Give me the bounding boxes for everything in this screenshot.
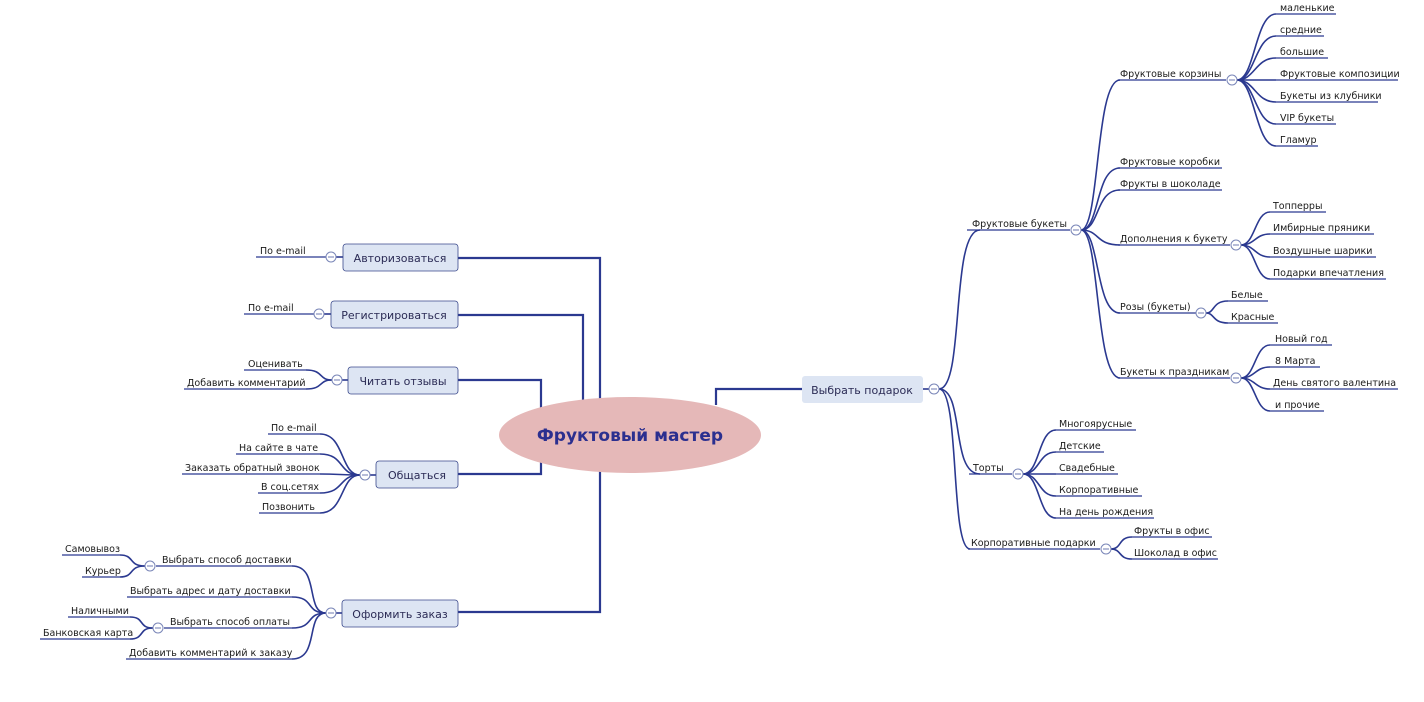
addons-branch-lines [1240,211,1386,280]
node-holidays[interactable]: Букеты к праздникам [1120,367,1229,378]
collapse-toggle-auth[interactable] [325,251,337,263]
node-holiday-newyear[interactable]: Новый год [1275,334,1328,345]
topic-auth[interactable]: Авторизоваться [342,243,459,272]
node-delivery-courier[interactable]: Курьер [85,566,121,577]
node-contact-call[interactable]: Позвонить [262,502,315,513]
corporate-branch-lines [1110,536,1218,560]
topic-gift[interactable]: Выбрать подарок [802,376,923,403]
node-corporate[interactable]: Корпоративные подарки [971,538,1096,549]
collapse-toggle-gift[interactable] [928,383,940,395]
node-addon-gingerbread[interactable]: Имбирные пряники [1273,223,1370,234]
node-reviews-comment[interactable]: Добавить комментарий [187,378,306,389]
roses-branch-lines [1205,300,1278,324]
topic-contact-label: Общаться [388,469,446,482]
node-holiday-valentine[interactable]: День святого валентина [1273,378,1396,389]
node-order-address[interactable]: Выбрать адрес и дату доставки [130,586,291,597]
node-basket-compositions[interactable]: Фруктовые композиции [1280,69,1400,80]
right-labels: Фруктовые букеты Торты Корпоративные под… [971,3,1400,559]
node-addon-balloons[interactable]: Воздушные шарики [1273,246,1372,257]
topic-auth-label: Авторизоваться [354,252,447,265]
collapse-toggle-corporate[interactable] [1100,543,1112,555]
collapse-toggle-holidays[interactable] [1230,372,1242,384]
collapse-toggle-baskets[interactable] [1226,74,1238,86]
node-bouquets[interactable]: Фруктовые букеты [972,219,1067,230]
reviews-branch-lines [184,369,348,390]
node-corp-chocolate[interactable]: Шоколад в офис [1134,548,1217,559]
collapse-toggle-cakes[interactable] [1012,468,1024,480]
collapse-toggle-addons[interactable] [1230,239,1242,251]
node-corp-fruit[interactable]: Фрукты в офис [1134,526,1210,537]
node-cake-kids[interactable]: Детские [1059,441,1101,452]
collapse-toggle-register[interactable] [313,308,325,320]
node-roses[interactable]: Розы (букеты) [1120,302,1191,313]
node-basket-medium[interactable]: средние [1280,25,1322,36]
node-addon-experiences[interactable]: Подарки впечатления [1273,268,1384,279]
holidays-branch-lines [1240,344,1398,412]
node-basket-large[interactable]: большие [1280,47,1324,58]
node-baskets[interactable]: Фруктовые корзины [1120,69,1221,80]
collapse-toggle-order[interactable] [325,607,337,619]
cakes-branch-lines [1022,429,1154,519]
topic-order[interactable]: Оформить заказ [341,599,459,628]
node-order-comment[interactable]: Добавить комментарий к заказу [129,648,293,659]
node-cake-tiered[interactable]: Многоярусные [1059,419,1132,430]
topic-reviews-label: Читать отзывы [359,375,446,388]
node-contact-chat[interactable]: На сайте в чате [239,443,318,454]
node-auth-email[interactable]: По e-mail [260,246,306,257]
baskets-branch-lines [1236,13,1398,147]
node-cake-corporate[interactable]: Корпоративные [1059,485,1138,496]
topic-register[interactable]: Регистрироваться [330,300,459,329]
collapse-toggle-bouquets[interactable] [1070,224,1082,236]
node-cakes[interactable]: Торты [972,463,1004,474]
topic-register-label: Регистрироваться [341,309,446,322]
order-branch-lines [40,554,342,660]
node-roses-white[interactable]: Белые [1231,290,1263,301]
node-roses-red[interactable]: Красные [1231,312,1275,323]
central-topic[interactable]: Фруктовый мастер [499,397,761,473]
central-left-connectors [458,256,602,614]
collapse-toggles [144,74,1242,634]
node-order-delivery[interactable]: Выбрать способ доставки [162,555,292,566]
node-register-email[interactable]: По e-mail [248,303,294,314]
node-contact-email[interactable]: По e-mail [271,423,317,434]
collapse-toggle-contact[interactable] [359,469,371,481]
collapse-toggle-delivery[interactable] [144,560,156,572]
node-chocolate[interactable]: Фрукты в шоколаде [1120,179,1221,190]
node-delivery-pickup[interactable]: Самовывоз [65,544,120,555]
node-addon-toppers[interactable]: Топперры [1272,201,1322,212]
collapse-toggle-reviews[interactable] [331,374,343,386]
left-labels: По e-mail По e-mail Оценивать Добавить к… [43,246,320,659]
node-basket-strawberry[interactable]: Букеты из клубники [1280,91,1382,102]
node-holiday-march8[interactable]: 8 Марта [1275,356,1315,367]
node-basket-small[interactable]: маленькие [1280,3,1335,14]
collapse-toggle-payment[interactable] [152,622,164,634]
central-topic-label: Фруктовый мастер [537,426,723,446]
collapse-toggle-roses[interactable] [1195,307,1207,319]
gift-branch-lines [923,229,1100,550]
topic-contact[interactable]: Общаться [375,460,459,489]
node-payment-card[interactable]: Банковская карта [43,628,133,639]
central-right-connector [714,387,802,405]
contact-branch-lines [182,433,376,514]
topic-gift-label: Выбрать подарок [811,384,913,397]
node-reviews-rate[interactable]: Оценивать [248,359,303,370]
node-basket-vip[interactable]: VIP букеты [1280,113,1334,124]
node-contact-callback[interactable]: Заказать обратный звонок [185,463,320,474]
node-holiday-other[interactable]: и прочие [1275,400,1320,411]
node-payment-cash[interactable]: Наличными [71,606,129,617]
node-order-payment[interactable]: Выбрать способ оплаты [170,617,290,628]
bouquets-branch-lines [1080,79,1230,379]
node-cake-wedding[interactable]: Свадебные [1059,463,1115,474]
node-cake-birthday[interactable]: На день рождения [1059,507,1153,518]
topic-order-label: Оформить заказ [352,608,448,621]
node-contact-social[interactable]: В соц.сетях [261,482,319,493]
node-boxes[interactable]: Фруктовые коробки [1120,157,1220,168]
node-addons[interactable]: Дополнения к букету [1120,234,1228,245]
topic-reviews[interactable]: Читать отзывы [347,366,459,395]
node-basket-glamour[interactable]: Гламур [1280,135,1317,146]
